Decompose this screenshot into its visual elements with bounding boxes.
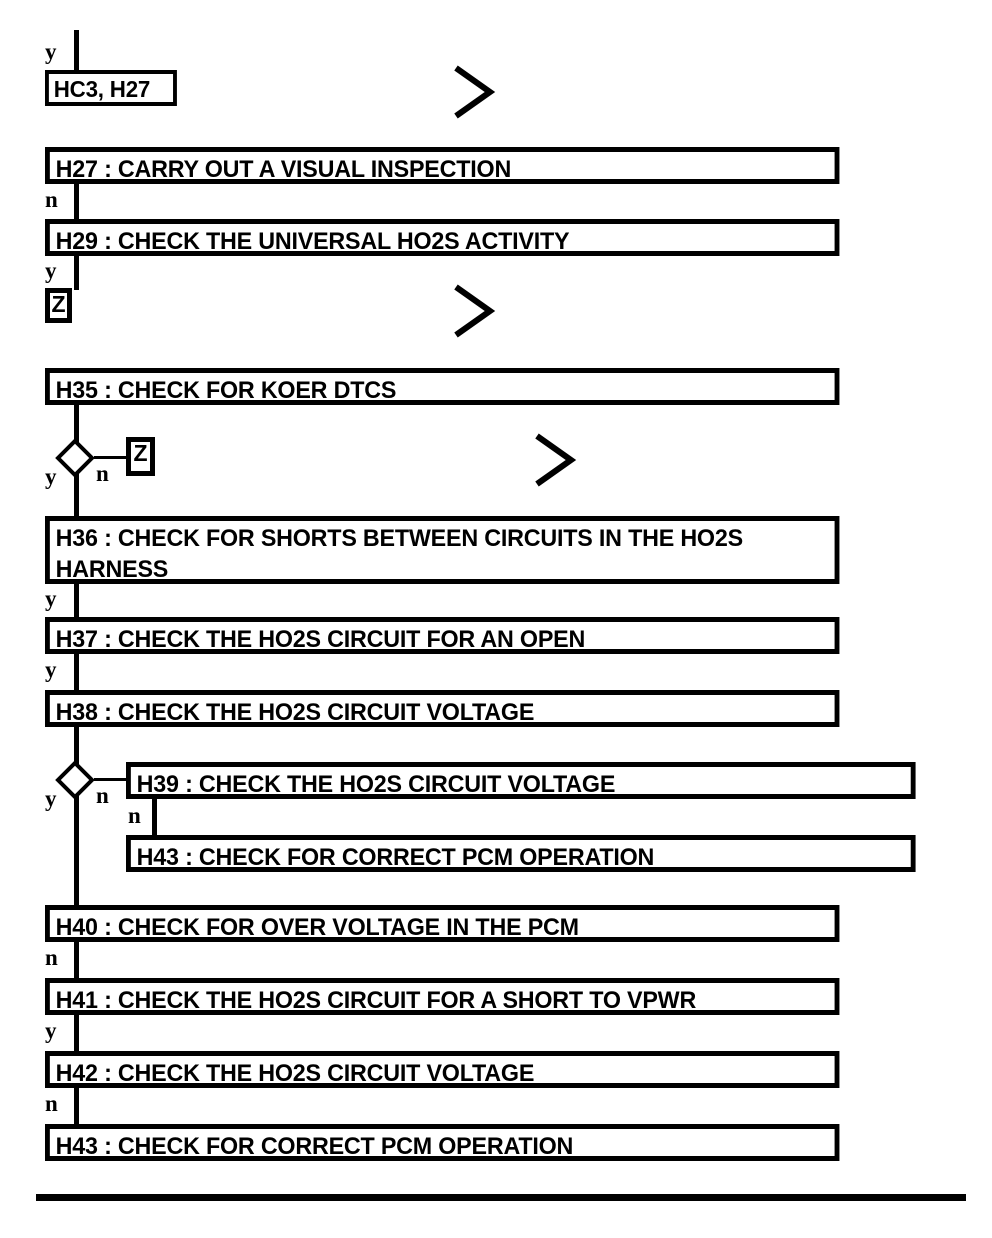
edge-label-h36-y: y <box>45 586 57 611</box>
node-h39[interactable]: H39 : CHECK THE HO2S CIRCUIT VOLTAGE <box>126 762 916 799</box>
connector-h41-to-h42 <box>74 1015 79 1052</box>
connector-d1-y-down <box>74 474 79 518</box>
connector-h29-to-z <box>74 256 79 290</box>
edge-label-d2-y: y <box>45 786 57 811</box>
node-h40[interactable]: H40 : CHECK FOR OVER VOLTAGE IN THE PCM <box>45 905 840 942</box>
connector-d2-to-h39 <box>94 778 130 781</box>
connector-h42-to-h43 <box>74 1088 79 1125</box>
node-z-connector-1[interactable]: Z <box>45 288 72 323</box>
edge-label-h37-y: y <box>45 657 57 682</box>
connector-h37-to-h38 <box>74 654 79 691</box>
edge-label-h27-n: n <box>45 187 58 212</box>
connector-h38-to-d2 <box>74 727 79 764</box>
chevron-right-icon-3 <box>533 432 579 488</box>
node-h43[interactable]: H43 : CHECK FOR CORRECT PCM OPERATION <box>45 1124 840 1161</box>
decision-diamond-1[interactable] <box>55 438 95 478</box>
node-entry-connector[interactable]: HC3, H27 <box>45 70 177 106</box>
edge-label-h39-n: n <box>128 803 141 828</box>
connector-h27-to-h29 <box>74 184 79 221</box>
node-h35[interactable]: H35 : CHECK FOR KOER DTCS <box>45 368 840 405</box>
node-z-connector-2[interactable]: Z <box>126 437 155 476</box>
edge-label-d1-y: y <box>45 464 57 489</box>
edge-label-d2-n: n <box>96 783 109 808</box>
edge-label-h29-y: y <box>45 258 57 283</box>
connector-d2-y-down <box>74 796 79 906</box>
bottom-divider <box>36 1194 966 1201</box>
node-h29[interactable]: H29 : CHECK THE UNIVERSAL HO2S ACTIVITY <box>45 219 840 256</box>
node-h38[interactable]: H38 : CHECK THE HO2S CIRCUIT VOLTAGE <box>45 690 840 727</box>
edge-label-d1-n: n <box>96 461 109 486</box>
node-h41[interactable]: H41 : CHECK THE HO2S CIRCUIT FOR A SHORT… <box>45 978 840 1015</box>
node-h42[interactable]: H42 : CHECK THE HO2S CIRCUIT VOLTAGE <box>45 1051 840 1088</box>
edge-label-top-y: y <box>45 39 57 64</box>
node-h37[interactable]: H37 : CHECK THE HO2S CIRCUIT FOR AN OPEN <box>45 617 840 654</box>
edge-label-h40-n: n <box>45 945 58 970</box>
node-h27[interactable]: H27 : CARRY OUT A VISUAL INSPECTION <box>45 147 840 184</box>
decision-diamond-2[interactable] <box>55 760 95 800</box>
edge-label-h41-y: y <box>45 1018 57 1043</box>
connector-d1-to-z2 <box>94 456 128 459</box>
chevron-right-icon-2 <box>452 283 498 339</box>
chevron-right-icon-1 <box>452 64 498 120</box>
connector-h39-to-h43-branch <box>152 799 157 837</box>
node-h36[interactable]: H36 : CHECK FOR SHORTS BETWEEN CIRCUITS … <box>45 516 840 584</box>
connector-h35-to-d1 <box>74 405 79 443</box>
connector-h40-to-h41 <box>74 942 79 979</box>
connector-h36-to-h37 <box>74 584 79 619</box>
node-h43-branch[interactable]: H43 : CHECK FOR CORRECT PCM OPERATION <box>126 835 916 872</box>
edge-label-h42-n: n <box>45 1091 58 1116</box>
connector-entry-vertical <box>74 30 79 72</box>
